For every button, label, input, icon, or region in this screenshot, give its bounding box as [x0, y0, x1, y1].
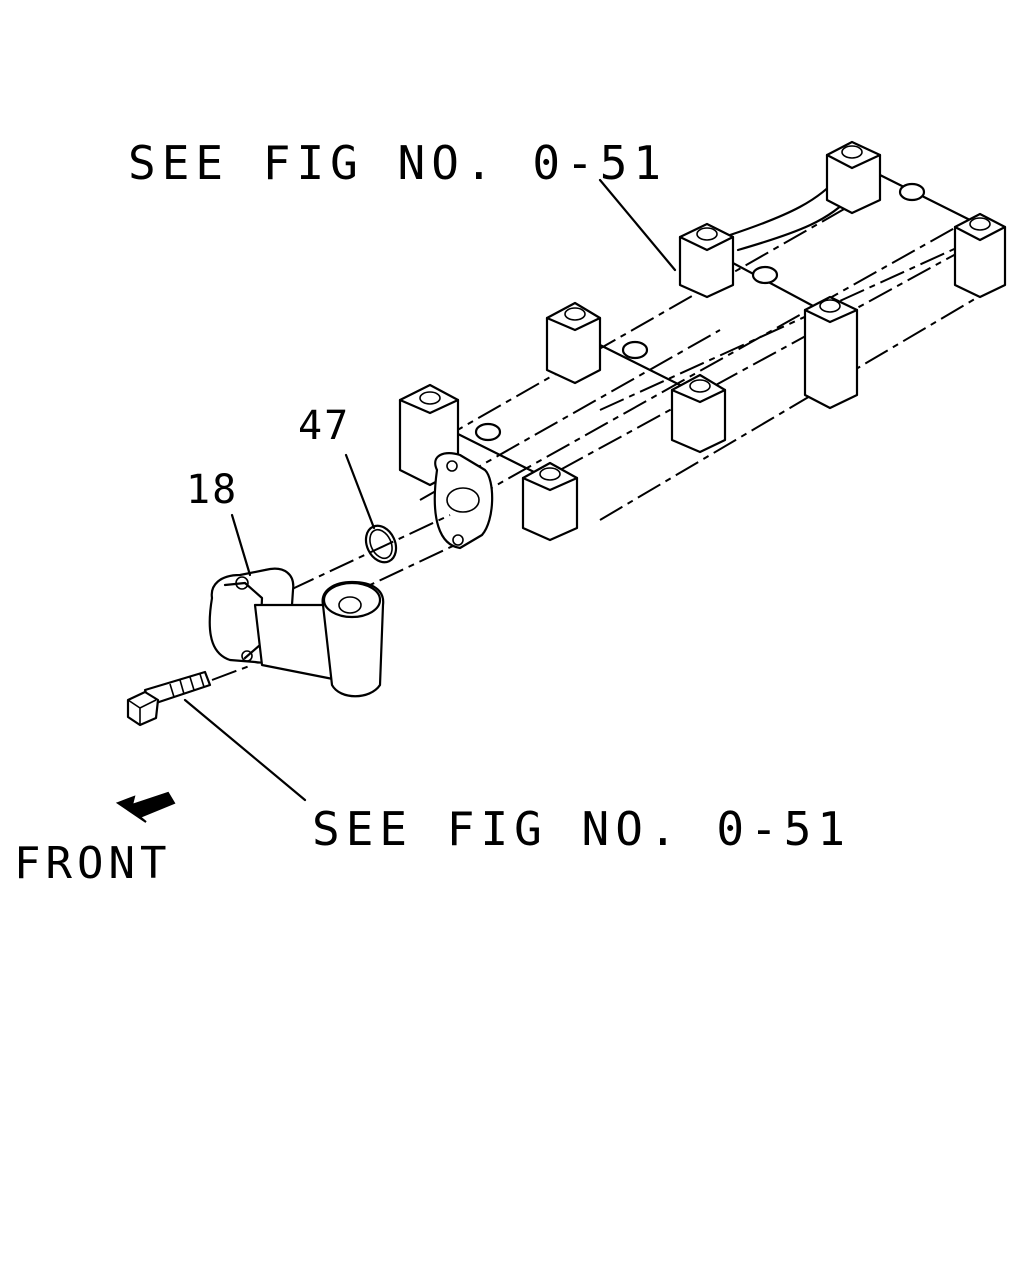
leader-47: [344, 453, 376, 530]
rail-boss-4: [898, 182, 926, 202]
reference-label-bottom: SEE FIG NO. 0-51: [312, 802, 852, 856]
leader-top: [598, 178, 677, 272]
mount-block-7: [825, 140, 882, 215]
mount-block-5: [678, 222, 735, 299]
front-label: FRONT: [14, 838, 172, 889]
bolt: [126, 670, 212, 727]
mount-block-8: [953, 212, 1007, 299]
mount-block-4: [670, 373, 727, 454]
front-arrow-icon: [115, 791, 176, 823]
mount-block-2: [521, 461, 579, 542]
mount-block-6: [803, 295, 859, 410]
outlet-pipe-fitting: [208, 567, 385, 698]
leader-18: [230, 513, 252, 577]
manifold-rail: [398, 140, 1007, 550]
leader-bottom: [183, 698, 307, 802]
rail-boss-1: [474, 422, 502, 442]
reference-label-top: SEE FIG NO. 0-51: [128, 136, 668, 190]
rail-boss-2: [621, 340, 649, 360]
o-ring: [364, 524, 398, 564]
part-number-47: 47: [298, 403, 351, 449]
mount-block-3: [545, 301, 602, 385]
outlet-flange: [433, 452, 494, 550]
rail-boss-3: [751, 265, 779, 285]
part-number-18: 18: [186, 467, 239, 513]
